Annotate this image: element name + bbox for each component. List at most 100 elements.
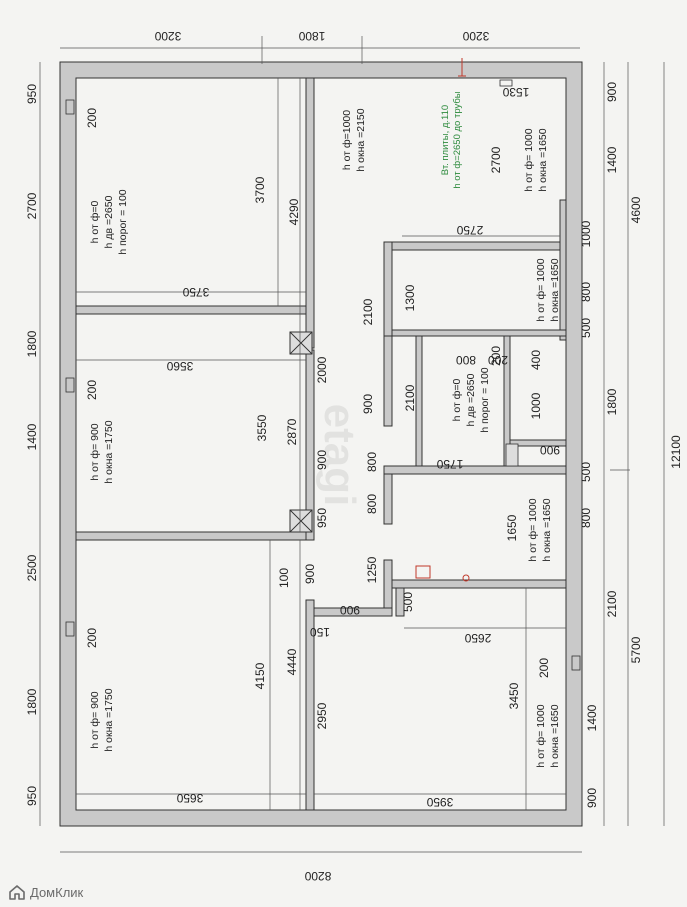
dim-1650: 1650 (505, 514, 519, 541)
dim-right-inner-2: 1400 (605, 146, 619, 173)
dim-800b: 800 (365, 452, 379, 472)
dim-900a: 900 (540, 443, 560, 457)
svg-text:h окна =1750: h окна =1750 (103, 420, 115, 483)
dim-3450: 3450 (507, 682, 521, 709)
dim-left-2: 2700 (25, 192, 39, 219)
svg-text:h окна =1650: h окна =1650 (549, 258, 561, 321)
wall-h6 (383, 465, 567, 475)
svg-text:h порог = 100: h порог = 100 (479, 367, 491, 432)
dim-900b: 900 (361, 394, 375, 414)
dimension-lines (39, 36, 665, 853)
svg-text:h от ф=1000: h от ф=1000 (341, 110, 353, 170)
note-right-3: h от ф= 1000 h окна =1650 (527, 498, 553, 561)
svg-text:h окна =1750: h окна =1750 (103, 688, 115, 751)
svg-text:h от ф=0: h от ф=0 (451, 378, 463, 421)
room-notes: h от ф=1000 h окна =2150 h от ф=0 h дв =… (89, 91, 561, 767)
svg-text:h от ф=0: h от ф=0 (89, 200, 101, 243)
svg-text:h дв =2650: h дв =2650 (465, 373, 477, 426)
vent-shaft-3 (505, 443, 519, 467)
note-center: h от ф=0 h дв =2650 h порог = 100 (451, 367, 491, 432)
svg-text:h от ф= 1000: h от ф= 1000 (535, 258, 547, 321)
dimension-labels: 3200 1800 3200 8200 3650 3950 950 2700 1… (25, 29, 683, 883)
dim-1750: 1750 (436, 457, 463, 471)
wall-v3 (305, 599, 315, 811)
dim-1250: 1250 (365, 556, 379, 583)
outer-walls (59, 61, 583, 827)
dim-4290: 4290 (287, 198, 301, 225)
dim-right-inner-9: 2100 (605, 590, 619, 617)
dim-1530: 1530 (502, 85, 529, 99)
dim-2950: 2950 (315, 702, 329, 729)
wall-v4 (383, 241, 393, 337)
dim-2650: 2650 (464, 631, 491, 645)
dim-100: 100 (277, 568, 291, 588)
dim-800c: 800 (365, 494, 379, 514)
window-mark-5 (499, 79, 513, 87)
dim-right-mid-1: 4600 (629, 196, 643, 223)
window-mark-3 (65, 621, 75, 637)
dim-2750: 2750 (456, 223, 483, 237)
window-mark-1 (65, 99, 75, 115)
vent-shafts (289, 331, 519, 533)
dim-800a: 800 (456, 353, 476, 367)
dim-bottom: 8200 (304, 869, 331, 883)
dim-right-mid-2: 5700 (629, 636, 643, 663)
dim-2870: 2870 (285, 418, 299, 445)
note-riser: Вт. плиты, д.110 h от ф=2650 до трубы (440, 91, 463, 188)
svg-text:h окна =1650: h окна =1650 (549, 704, 561, 767)
note-left-mid: h от ф= 900 h окна =1750 (89, 420, 115, 483)
wall-h2 (75, 531, 307, 541)
watermark-text: ДомКлик (30, 884, 84, 900)
svg-text:h от ф=2650 до трубы: h от ф=2650 до трубы (452, 91, 463, 188)
dim-400: 400 (529, 350, 543, 370)
dim-left-4: 1400 (25, 423, 39, 450)
riser-point (462, 574, 470, 582)
svg-text:h дв =2650: h дв =2650 (103, 195, 115, 248)
dim-150: 150 (310, 625, 330, 639)
dim-900e: 900 (340, 603, 360, 617)
wall-h3 (383, 241, 567, 251)
dim-2700: 2700 (489, 146, 503, 173)
note-right-top: h от ф= 1000 h окна =1650 (523, 128, 549, 191)
dim-1300: 1300 (403, 284, 417, 311)
dim-right-inner-1: 900 (605, 82, 619, 102)
svg-text:h окна =1650: h окна =1650 (537, 128, 549, 191)
dim-200f: 200 (489, 346, 503, 366)
wall-h7 (391, 579, 567, 589)
dim-bottom-inner-1: 3650 (176, 791, 203, 805)
dim-500: 500 (401, 592, 415, 612)
wall-v5 (559, 199, 567, 341)
dim-900c: 900 (315, 450, 329, 470)
wall-v11 (395, 587, 405, 617)
dim-right-inner-7: 500 (579, 462, 593, 482)
interior-walls (75, 77, 567, 811)
dim-200b: 200 (85, 108, 99, 128)
window-mark-2 (65, 377, 75, 393)
dim-3700: 3700 (253, 176, 267, 203)
dim-900d: 900 (303, 564, 317, 584)
dim-4150: 4150 (253, 662, 267, 689)
svg-text:h от ф= 1000: h от ф= 1000 (535, 704, 547, 767)
dim-2000: 2000 (315, 356, 329, 383)
riser-marker (415, 58, 470, 582)
wall-v9 (383, 473, 393, 525)
dim-top-1: 3200 (154, 29, 181, 43)
window-markers (65, 79, 581, 671)
dim-2100a: 2100 (361, 298, 375, 325)
svg-text:h от ф= 900: h от ф= 900 (89, 423, 101, 480)
dim-left-6: 1800 (25, 688, 39, 715)
dim-left-5: 2500 (25, 554, 39, 581)
wall-v6 (383, 335, 393, 427)
svg-text:h от ф= 1000: h от ф= 1000 (527, 498, 539, 561)
note-left-bottom: h от ф= 900 h окна =1750 (89, 688, 115, 751)
dim-left-1: 950 (25, 84, 39, 104)
note-top-left: h от ф=0 h дв =2650 h порог = 100 (89, 189, 129, 254)
svg-text:Вт. плиты, д.110: Вт. плиты, д.110 (440, 105, 451, 175)
dim-200c: 200 (85, 380, 99, 400)
svg-text:h от ф= 900: h от ф= 900 (89, 691, 101, 748)
dim-200a: 200 (488, 353, 508, 367)
svg-text:h окна =2150: h окна =2150 (355, 108, 367, 171)
dim-3560: 3560 (166, 359, 193, 373)
wall-h5 (509, 439, 567, 447)
center-watermark: etagi (315, 404, 364, 507)
